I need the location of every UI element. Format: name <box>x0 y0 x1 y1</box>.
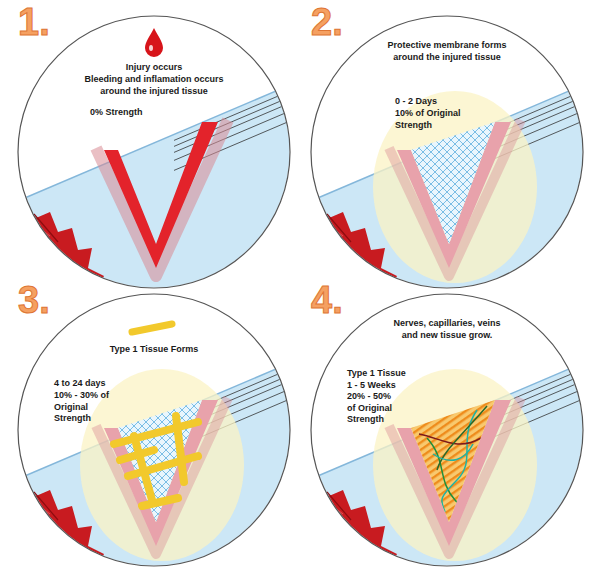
panel-three-art <box>14 290 294 570</box>
stage-heading: Type 1 Tissue Forms <box>84 344 224 356</box>
step-number: 3. <box>18 280 78 320</box>
duration-note: 4 to 24 days <box>54 378 134 390</box>
panel-two-art <box>307 12 587 292</box>
strength-note: 20% - 50% of Original Strength <box>347 391 397 426</box>
protective-membrane <box>373 369 537 561</box>
tissue-background <box>14 290 294 570</box>
stage-heading: Injury occurs <box>74 62 234 74</box>
blood-drop <box>145 28 163 57</box>
panel-one-art <box>14 12 294 292</box>
duration-note: 1 - 5 Weeks <box>347 380 427 392</box>
protective-membrane <box>373 91 537 283</box>
step-number: 4. <box>311 280 371 320</box>
strength-note: 10% - 30% of Original Strength <box>54 390 118 425</box>
stage-circle: 2.Protective membrane forms around the i… <box>311 16 583 288</box>
tissue-background <box>14 12 294 292</box>
stage-circle: 3.Type 1 Tissue Forms4 to 24 days10% - 3… <box>18 294 290 566</box>
wound-halo <box>96 398 228 554</box>
tissue-note: Type 1 Tissue <box>347 368 427 380</box>
wound-edge <box>104 400 218 546</box>
tissue-background <box>307 290 587 570</box>
strength-note: 0% Strength <box>90 107 180 119</box>
new-tissue <box>411 400 495 522</box>
membrane-mesh <box>118 400 202 522</box>
step-number: 1. <box>18 2 78 42</box>
panel-outline <box>311 294 583 566</box>
wound-halo <box>96 120 228 276</box>
wound-halo <box>389 120 521 276</box>
membrane-mesh <box>411 122 495 244</box>
stage-circle: 1.Injury occursBleeding and inflamation … <box>18 16 290 288</box>
stage-heading: Nerves, capillaries, veins and new tissu… <box>389 318 505 341</box>
stage-heading: Protective membrane forms around the inj… <box>380 40 515 63</box>
panel-outline <box>18 294 290 566</box>
strength-note: 10% of Original Strength <box>395 108 475 131</box>
panel-outline <box>18 16 290 288</box>
nerves-and-vessels <box>419 406 487 520</box>
fibre-icon <box>132 324 172 332</box>
duration-note: 0 - 2 Days <box>395 96 475 108</box>
panel-four-art <box>307 290 587 570</box>
wound-edge <box>397 122 511 268</box>
tissue-background <box>307 12 587 292</box>
stage-description: Bleeding and inflamation occurs around t… <box>77 74 232 97</box>
wound-edge <box>397 400 511 546</box>
step-number: 2. <box>311 2 371 42</box>
wound-halo <box>389 398 521 554</box>
blood-drop-shine <box>149 45 153 51</box>
type-one-fibres <box>114 416 198 506</box>
wound-cut <box>104 122 218 268</box>
stage-circle: 4.Nerves, capillaries, veins and new tis… <box>311 294 583 566</box>
panel-outline <box>311 16 583 288</box>
